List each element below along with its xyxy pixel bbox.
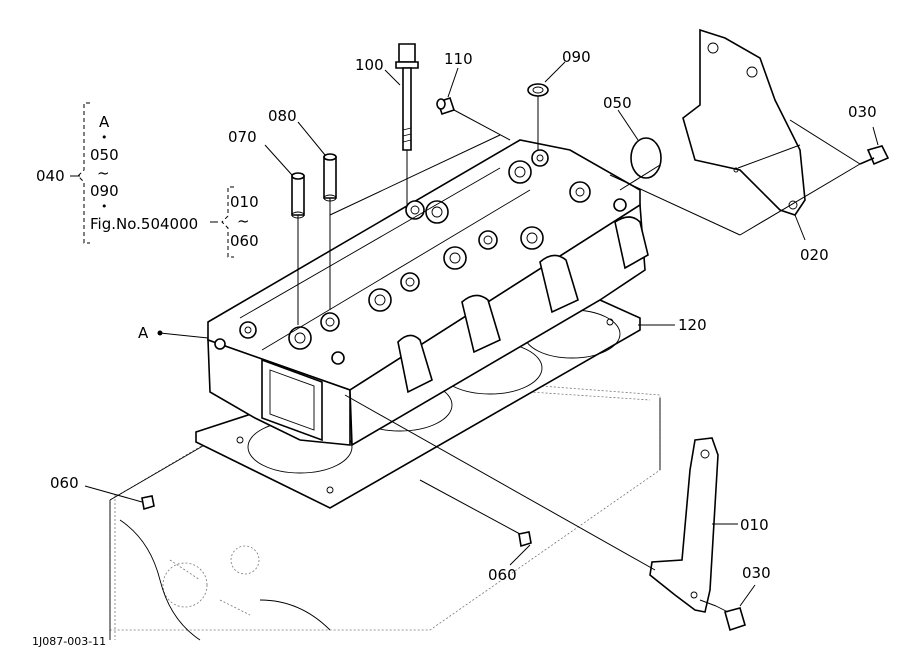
figure-id: 1J087-003-11 bbox=[32, 635, 106, 648]
callout-ref-a: A bbox=[138, 324, 149, 342]
bolt-030-top bbox=[859, 145, 890, 166]
ref-dot-a bbox=[157, 330, 163, 336]
head-bolt-100 bbox=[395, 43, 419, 151]
bracket-fig-ref: Fig.No.504000 bbox=[90, 215, 198, 233]
bracket-outer-label: 040 bbox=[36, 167, 65, 185]
bracket-dot-2: • bbox=[101, 200, 108, 213]
bracket-tilde-1: ~ bbox=[97, 164, 110, 182]
callout-120: 120 bbox=[678, 316, 707, 334]
callout-060-bottom: 060 bbox=[488, 566, 517, 584]
valve-guide-080 bbox=[323, 153, 337, 202]
bracket-010 bbox=[649, 437, 719, 613]
callout-010: 010 bbox=[740, 516, 769, 534]
callout-020: 020 bbox=[800, 246, 829, 264]
bracket-inner-010: 010 bbox=[230, 193, 259, 211]
assembly-bracket-040: 040 A • 050 ~ 090 • Fig.No.504000 010 ~ … bbox=[36, 102, 259, 258]
bolt-030-bottom bbox=[715, 605, 746, 632]
valve-guide-070 bbox=[291, 172, 305, 219]
bracket-line-a: A bbox=[99, 113, 110, 131]
bracket-line-090: 090 bbox=[90, 182, 119, 200]
plug-110 bbox=[436, 96, 456, 116]
cylinder-head bbox=[207, 139, 649, 447]
callout-labels: 100 110 090 050 030 080 070 020 120 A 06… bbox=[50, 48, 877, 584]
bracket-inner-060: 060 bbox=[230, 232, 259, 250]
callout-090: 090 bbox=[562, 48, 591, 66]
bracket-line-050: 050 bbox=[90, 146, 119, 164]
callout-050: 050 bbox=[603, 94, 632, 112]
callout-030-bottom: 030 bbox=[742, 564, 771, 582]
bracket-020 bbox=[682, 28, 806, 216]
callout-080: 080 bbox=[268, 107, 297, 125]
cap-090 bbox=[527, 83, 549, 97]
bracket-inner-tilde: ~ bbox=[237, 212, 250, 230]
leader-lines bbox=[84, 61, 879, 607]
dowel-pin-060-bottom bbox=[518, 531, 532, 548]
callout-060-left: 060 bbox=[50, 474, 79, 492]
callout-110: 110 bbox=[444, 50, 473, 68]
callout-070: 070 bbox=[228, 128, 257, 146]
bracket-dot-1: • bbox=[101, 131, 108, 144]
disc-050 bbox=[630, 137, 662, 179]
callout-100: 100 bbox=[355, 56, 384, 74]
callout-030-top: 030 bbox=[848, 103, 877, 121]
dowel-pin-060-left bbox=[141, 495, 155, 511]
